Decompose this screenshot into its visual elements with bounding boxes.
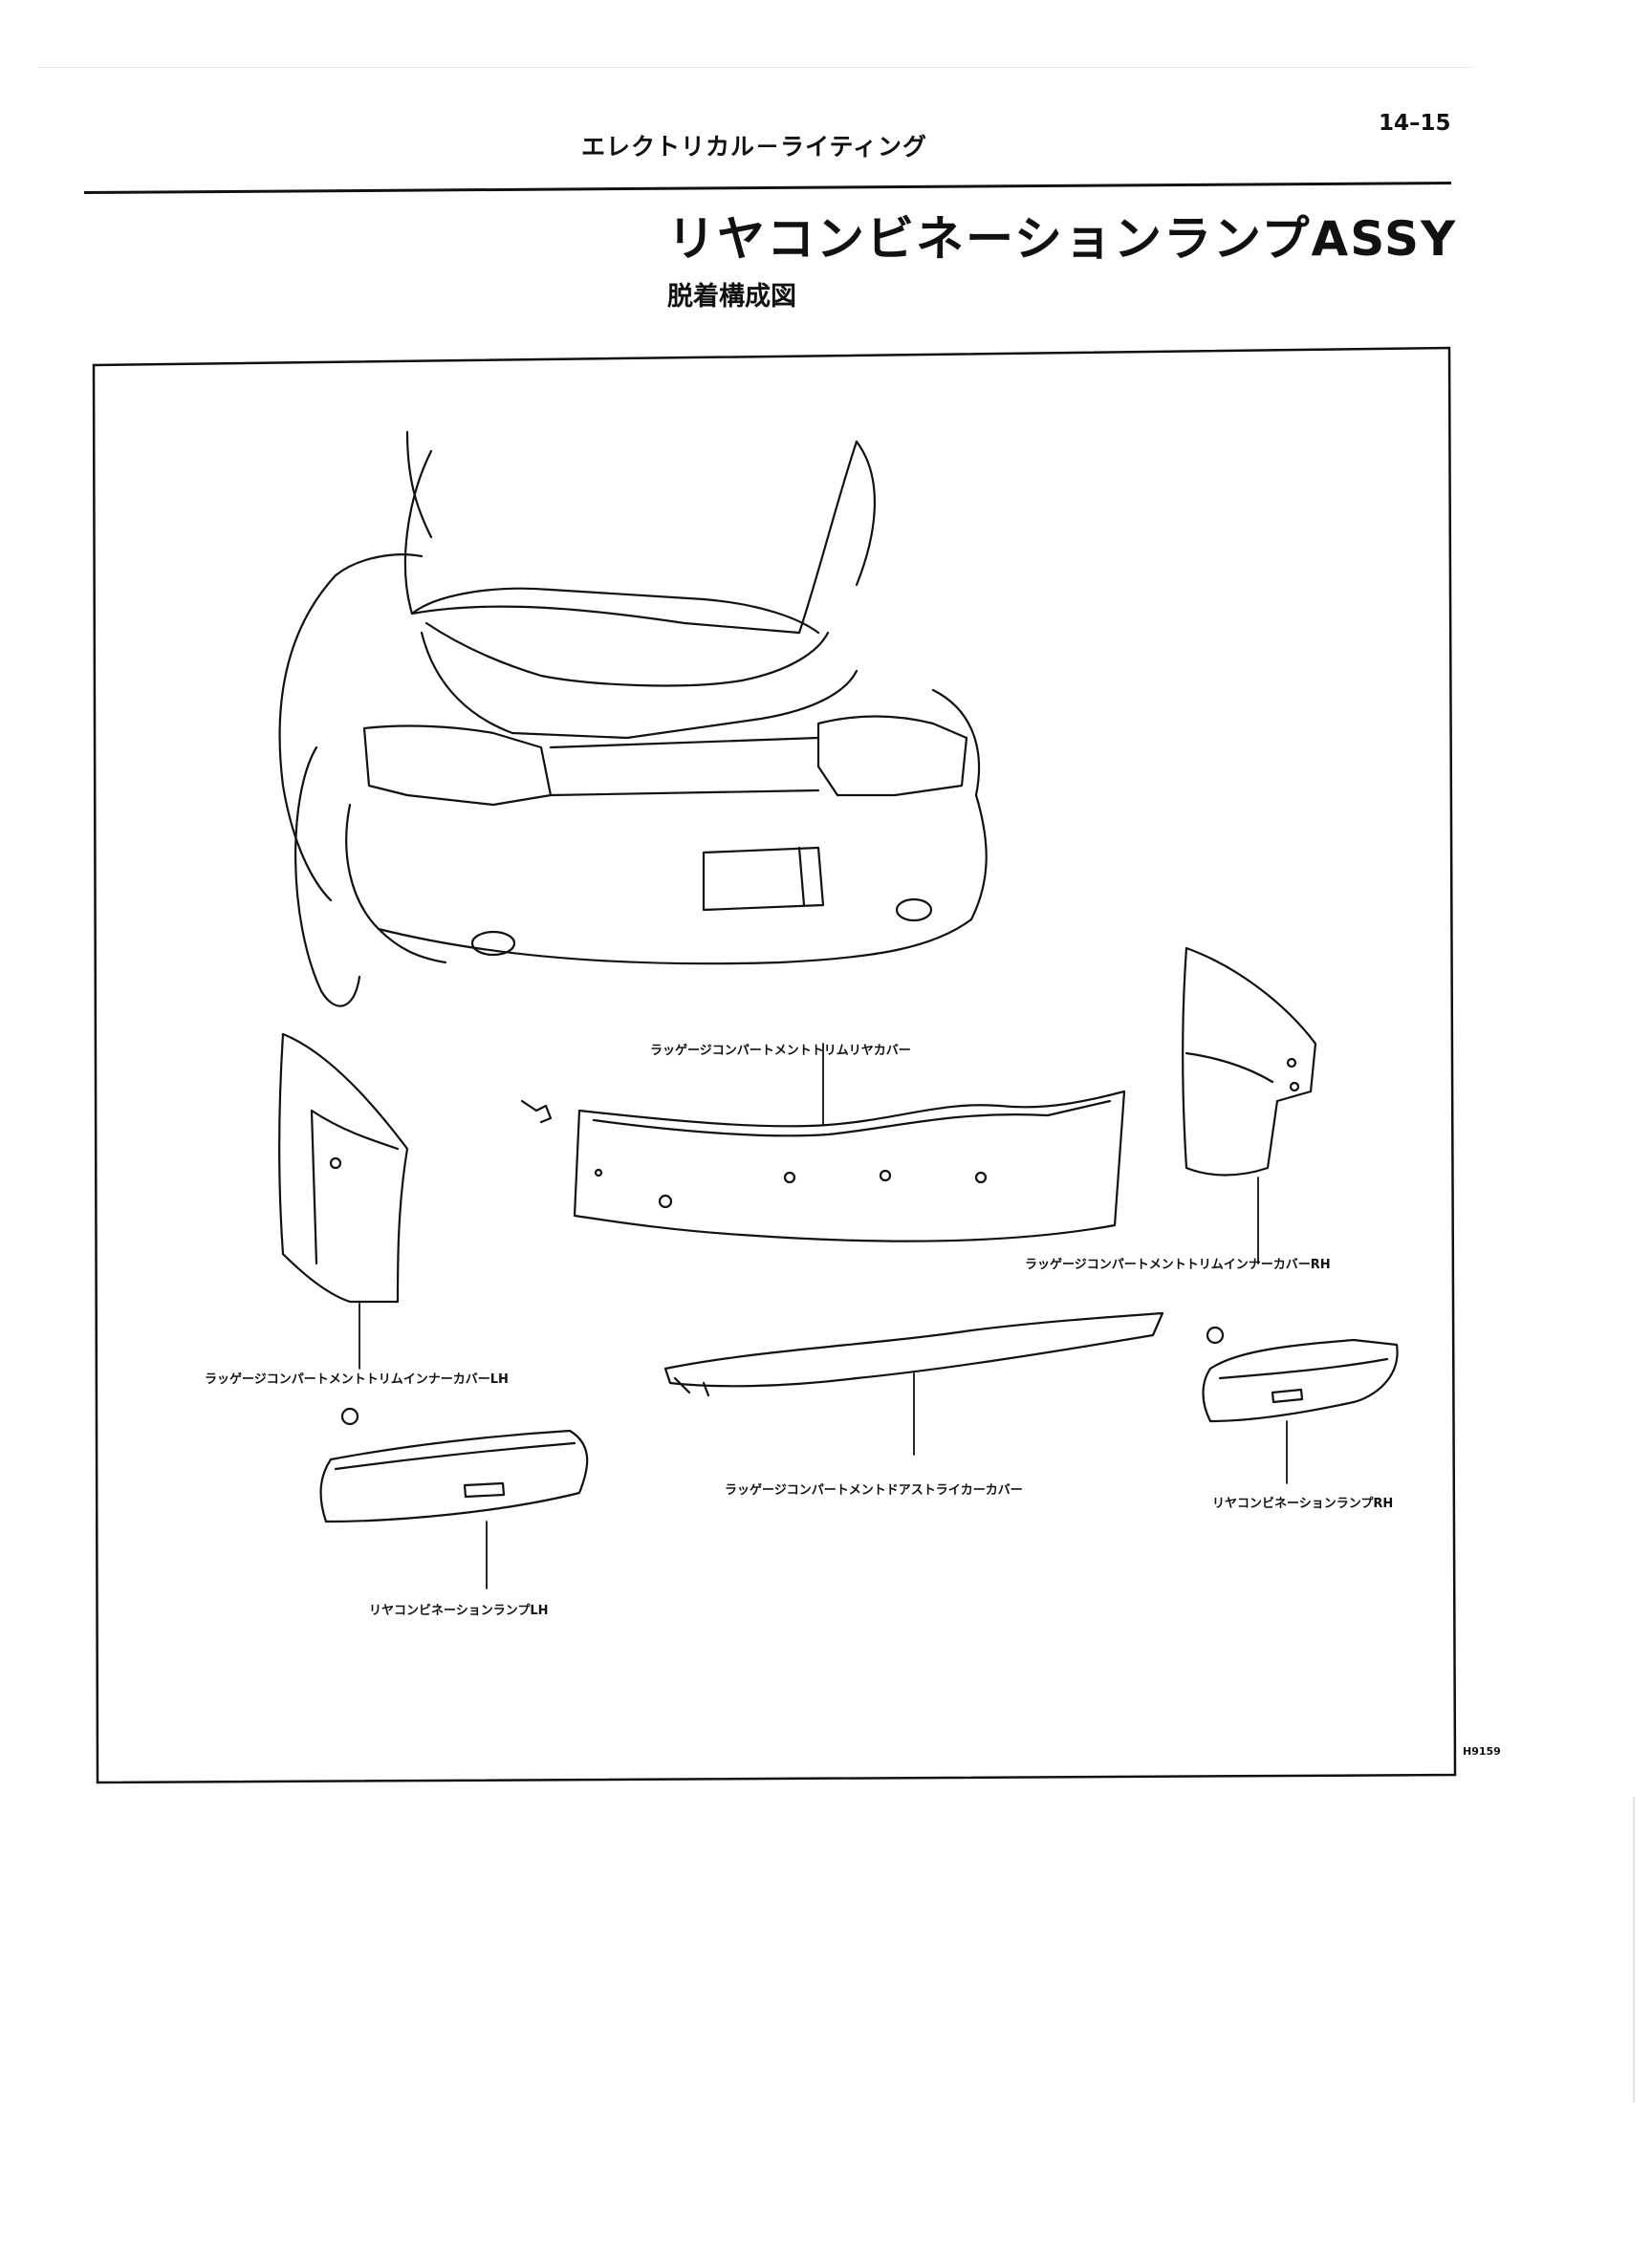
scan-noise [1633,1797,1635,2103]
section-header: エレクトリカル－ライティング [581,133,928,161]
striker-cover-part [663,1311,1164,1397]
callout-inner-cover-rh: ラッゲージコンパートメントトリムインナーカバーRH [1025,1258,1331,1272]
header-rule [83,182,1451,194]
diagram-frame [92,346,1457,1784]
callout-inner-cover-lh: ラッゲージコンパートメントトリムインナーカバーLH [205,1372,509,1387]
callout-striker-cover: ラッゲージコンパートメントドアストライカーカバー [725,1483,1023,1498]
figure-code: H9159 [1463,1745,1501,1758]
section-subtitle: 脱着構成図 [667,282,796,312]
page-title: リヤコンビネーションランプASSY [667,211,1458,267]
scan-noise [38,67,1472,68]
callout-lamp-lh: リヤコンビネーションランプLH [369,1604,549,1618]
rear-cover-part [520,1090,1126,1242]
page-number: 14–15 [1379,111,1451,136]
vehicle-rear-illustration [278,430,988,1007]
inner-cover-lh-part [278,1032,409,1304]
callout-rear-cover: ラッゲージコンパートメントトリムリヤカバー [650,1044,911,1058]
exploded-diagram [92,346,1457,1784]
callout-lamp-rh: リヤコンビネーションランプRH [1212,1497,1394,1511]
lamp-lh-part [319,1407,589,1523]
inner-cover-rh-part [1182,946,1317,1177]
lamp-rh-part [1202,1326,1399,1423]
